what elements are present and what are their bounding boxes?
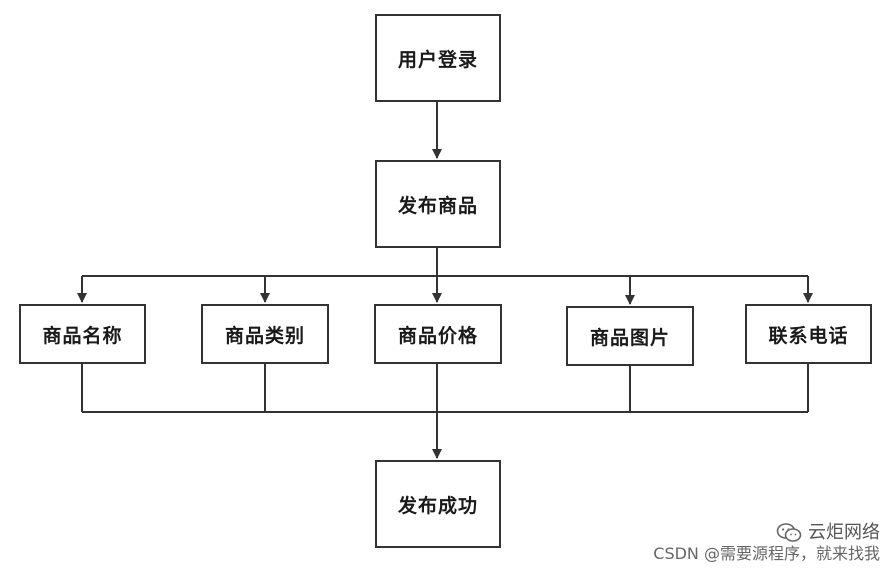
node-product-price: 商品价格	[374, 304, 502, 364]
node-product-image-label: 商品图片	[589, 326, 670, 349]
watermark-source: CSDN @需要源程序，就来找我	[653, 544, 880, 563]
node-product-name-label: 商品名称	[42, 324, 123, 347]
watermark-brand: 云炬网络	[808, 521, 880, 543]
watermark: 云炬网络 CSDN @需要源程序，就来找我	[653, 522, 880, 565]
node-contact-phone: 联系电话	[745, 304, 872, 364]
node-product-category-label: 商品类别	[224, 324, 305, 347]
node-user-login-label: 用户登录	[397, 48, 478, 71]
watermark-brand-row: 云炬网络	[653, 522, 880, 545]
node-product-price-label: 商品价格	[397, 324, 478, 347]
node-product-category: 商品类别	[201, 304, 329, 364]
node-publish-success-label: 发布成功	[397, 494, 478, 517]
node-publish-success: 发布成功	[375, 460, 501, 548]
node-publish-product-label: 发布商品	[397, 194, 478, 217]
wechat-icon	[776, 522, 802, 544]
node-contact-phone-label: 联系电话	[768, 324, 849, 347]
node-publish-product: 发布商品	[375, 160, 501, 248]
node-user-login: 用户登录	[375, 14, 501, 102]
node-product-name: 商品名称	[19, 304, 146, 364]
node-product-image: 商品图片	[566, 306, 694, 366]
